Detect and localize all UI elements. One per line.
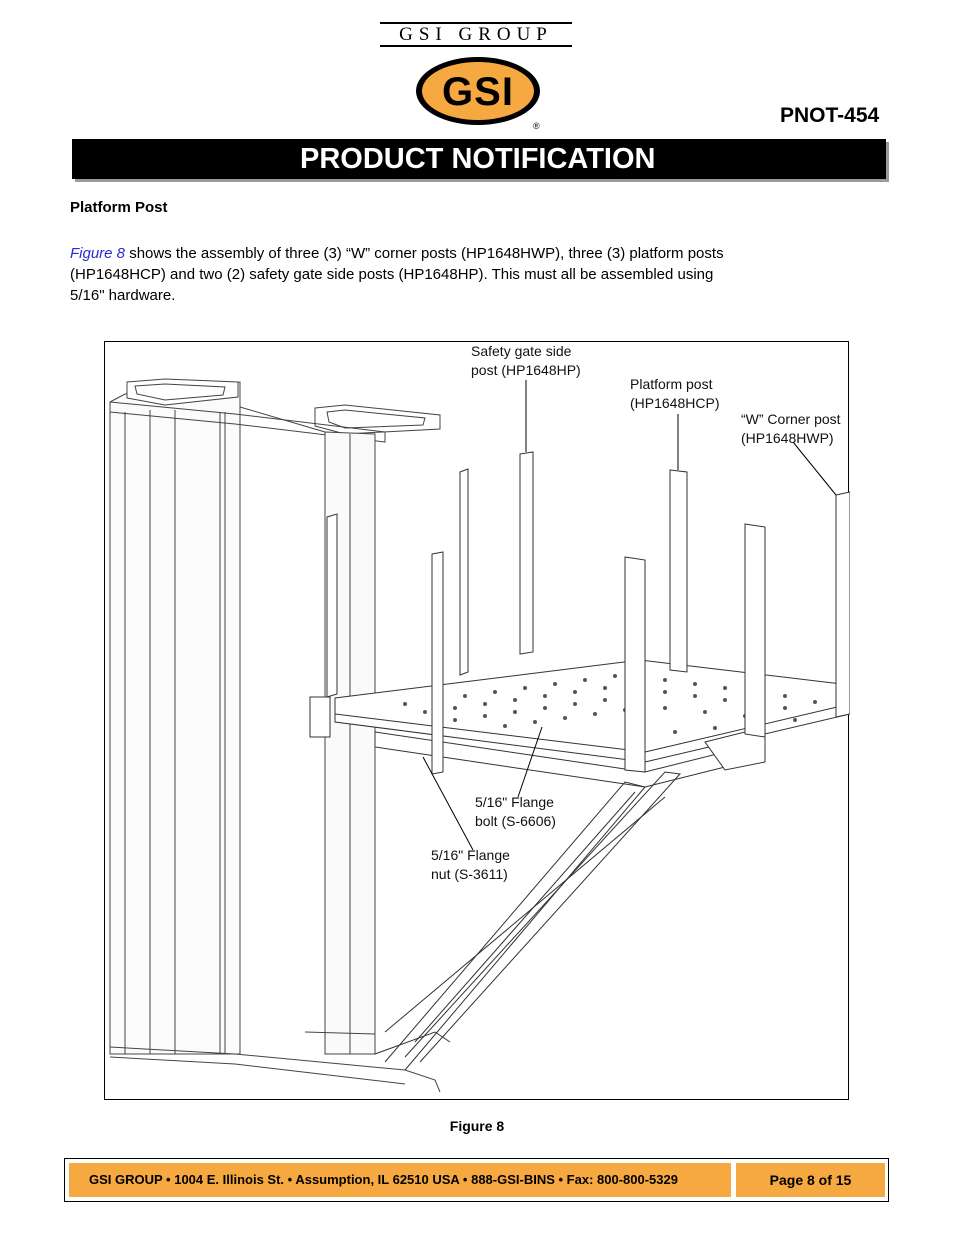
registered-mark: ® (533, 121, 540, 131)
corner-post-back-left (459, 468, 469, 676)
body-line-1: shows the assembly of three (3) “W” corn… (125, 245, 724, 262)
body-line-2: (HP1648HCP) and two (2) safety gate side… (70, 266, 714, 283)
page-footer: GSI GROUP • 1004 E. Illinois St. • Assum… (64, 1158, 889, 1202)
safety-gate-post-right (519, 451, 534, 655)
support-braces (374, 771, 682, 1071)
platform-deck (309, 659, 850, 788)
safety-gate-post-left (431, 551, 444, 775)
figure-caption: Figure 8 (449, 1118, 505, 1134)
bin-column (109, 378, 441, 1093)
section-heading: Platform Post (70, 199, 168, 216)
page-title-banner: PRODUCT NOTIFICATION (72, 139, 886, 179)
corner-post-callout: “W” Corner post(HP1648HWP) (741, 411, 841, 446)
platform-post-back (669, 469, 688, 673)
corner-post-left (326, 513, 338, 698)
figure-reference-link[interactable]: Figure 8 (70, 245, 126, 262)
brand-name: GSI GROUP (380, 22, 572, 47)
corner-post-right (835, 491, 850, 718)
platform-posts (326, 451, 850, 775)
page-number: Page 8 of 15 (736, 1163, 885, 1197)
footer-address: GSI GROUP • 1004 E. Illinois St. • Assum… (69, 1163, 731, 1197)
body-paragraph: Figure 8 shows the assembly of three (3)… (70, 243, 790, 306)
body-line-3: 5/16" hardware. (70, 287, 176, 304)
logo-text: GSI (442, 70, 514, 114)
document-number: PNOT-454 (780, 104, 880, 127)
gsi-logo: GSI ® (416, 57, 540, 131)
platform-post-right (744, 523, 766, 738)
platform-post-callout: Platform post(HP1648HCP) (630, 376, 720, 411)
platform-post-front (624, 556, 646, 773)
callout-leaders (422, 380, 837, 851)
platform-assembly-drawing (109, 378, 850, 1093)
